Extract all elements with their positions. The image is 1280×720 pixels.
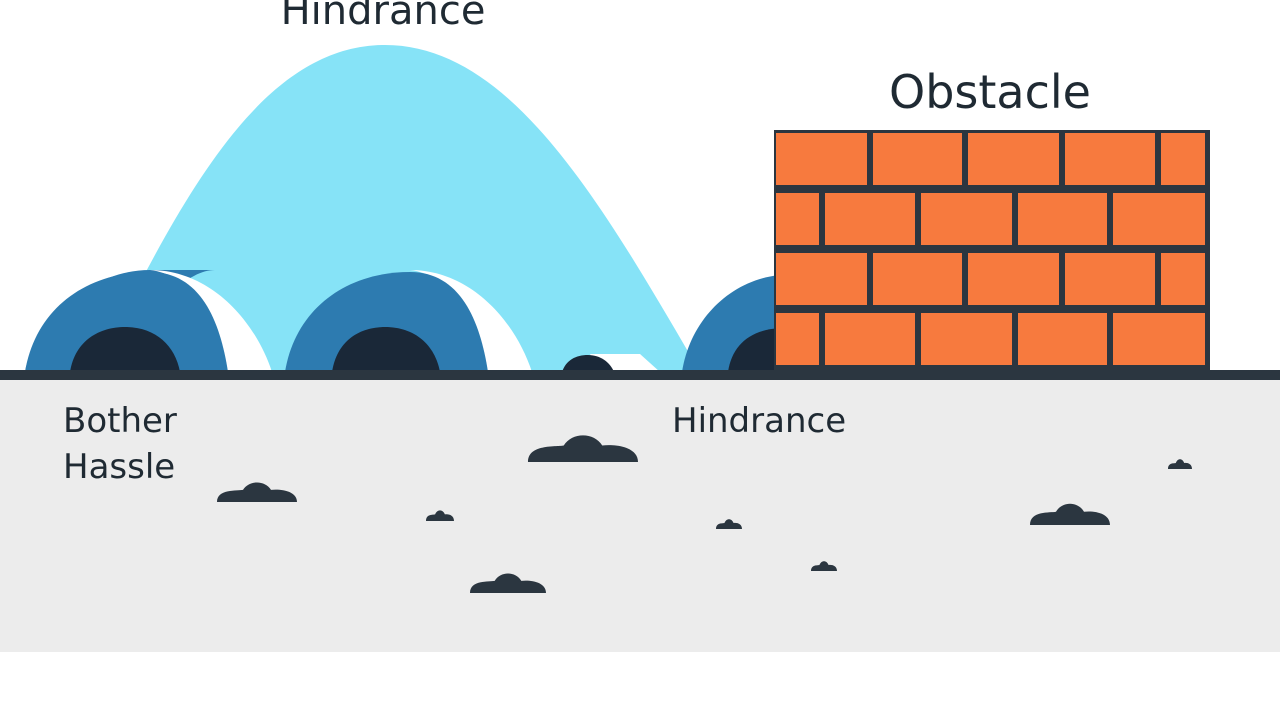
brick <box>825 193 915 245</box>
tunnel-hole-1 <box>70 327 180 372</box>
brick <box>921 193 1012 245</box>
tunnel-hole-small <box>562 355 614 372</box>
brick <box>873 253 962 305</box>
brick <box>825 313 915 365</box>
brick <box>776 193 819 245</box>
rock <box>716 519 742 529</box>
tunnels <box>25 270 780 372</box>
brick <box>1018 313 1107 365</box>
rock <box>528 435 638 462</box>
brick <box>1065 253 1155 305</box>
brick-wall <box>774 130 1210 372</box>
rocks <box>217 435 1192 593</box>
hill <box>95 45 700 372</box>
brick <box>873 133 962 185</box>
rock <box>811 561 837 571</box>
brick <box>1113 193 1205 245</box>
brick <box>921 313 1012 365</box>
ground-label-bother: Bother <box>63 401 177 441</box>
brick <box>776 313 819 365</box>
tunnel-2 <box>285 272 488 372</box>
rock <box>1168 459 1192 469</box>
top-title: Hindrance <box>281 0 486 34</box>
brick <box>776 253 867 305</box>
rock <box>217 482 297 502</box>
tunnel-hole-2 <box>332 327 440 372</box>
brick <box>1161 133 1205 185</box>
wall-title: Obstacle <box>889 65 1091 119</box>
ground-label-hindrance: Hindrance <box>672 401 846 441</box>
rock <box>426 510 454 521</box>
ground-label-hassle: Hassle <box>63 447 175 487</box>
brick <box>1161 253 1205 305</box>
brick <box>1065 133 1155 185</box>
brick <box>776 133 867 185</box>
rock <box>470 573 546 593</box>
ground-line <box>0 370 1280 380</box>
rock <box>1030 503 1110 525</box>
brick <box>968 133 1059 185</box>
brick <box>968 253 1059 305</box>
brick <box>1018 193 1107 245</box>
brick <box>1113 313 1205 365</box>
